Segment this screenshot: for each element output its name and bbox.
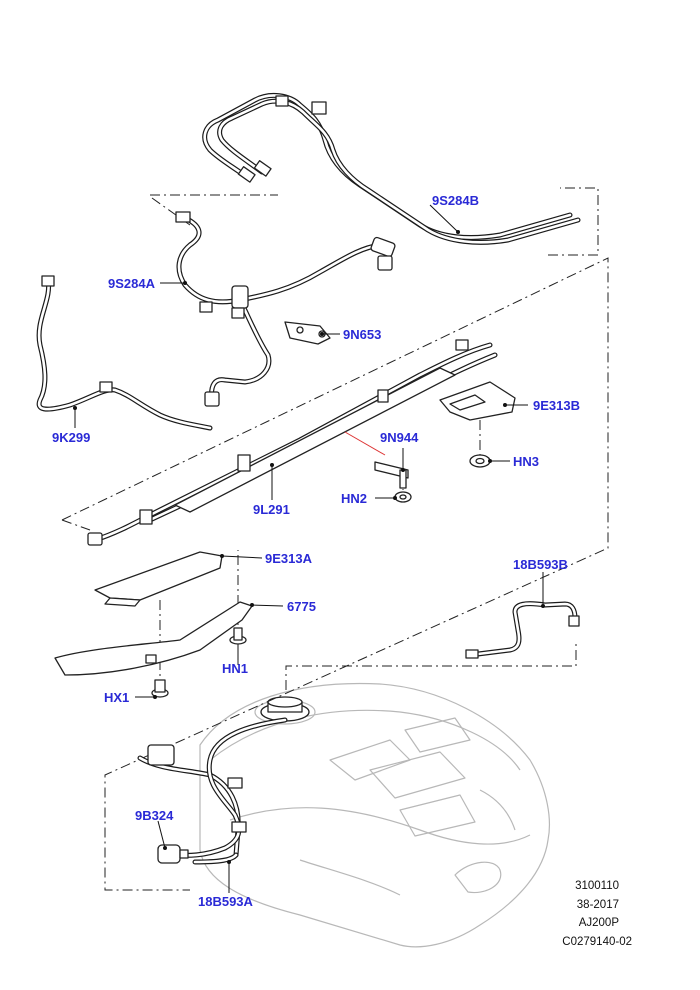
callout-9e313b: 9E313B — [533, 398, 580, 413]
callout-9b324: 9B324 — [135, 808, 174, 823]
callout-9k299: 9K299 — [52, 430, 90, 445]
grommet-hn2 — [394, 491, 412, 503]
callout-9e313a: 9E313A — [265, 551, 313, 566]
fuel-tank — [199, 682, 550, 948]
callout-18b593a: 18B593A — [198, 894, 254, 909]
assembly-outlines — [61, 187, 609, 891]
reference-line-1: 3100110 — [575, 880, 619, 892]
reference-line-2: 38-2017 — [577, 899, 619, 911]
heat-shield-9e313a — [94, 551, 223, 607]
filter-9b324 — [157, 844, 189, 864]
callout-18b593b: 18B593B — [513, 557, 568, 572]
callout-9s284b: 9S284B — [432, 193, 479, 208]
strap-6775 — [54, 601, 253, 676]
callout-9l291: 9L291 — [253, 502, 290, 517]
callout-9s284a: 9S284A — [108, 276, 156, 291]
callout-hn2: HN2 — [341, 491, 367, 506]
grommet-hn3 — [469, 454, 491, 468]
clip-9n944 — [374, 461, 409, 489]
callout-hn1: HN1 — [222, 661, 248, 676]
lower-fuel-lines — [137, 717, 288, 865]
vapour-line-9k299 — [36, 275, 213, 431]
callout-hx1: HX1 — [104, 690, 129, 705]
callout-6775: 6775 — [287, 599, 316, 614]
callout-9n653: 9N653 — [343, 327, 381, 342]
callout-9n944: 9N944 — [380, 430, 419, 445]
fuel-line-9s284a — [175, 211, 396, 407]
fastener-hx1 — [151, 679, 169, 698]
fuel-rail-9l291 — [87, 339, 498, 546]
fuel-pump-module — [260, 696, 310, 722]
fuel-line-9s284b — [202, 92, 581, 245]
heat-shield-9e313b — [439, 381, 516, 421]
vent-line-18b593b — [465, 601, 580, 659]
leader-lines — [73, 204, 545, 893]
reference-line-3: AJ200P — [579, 917, 620, 929]
fastener-hn1 — [229, 627, 247, 645]
reference-line-4: C0279140-02 — [562, 936, 632, 948]
callout-hn3: HN3 — [513, 454, 539, 469]
